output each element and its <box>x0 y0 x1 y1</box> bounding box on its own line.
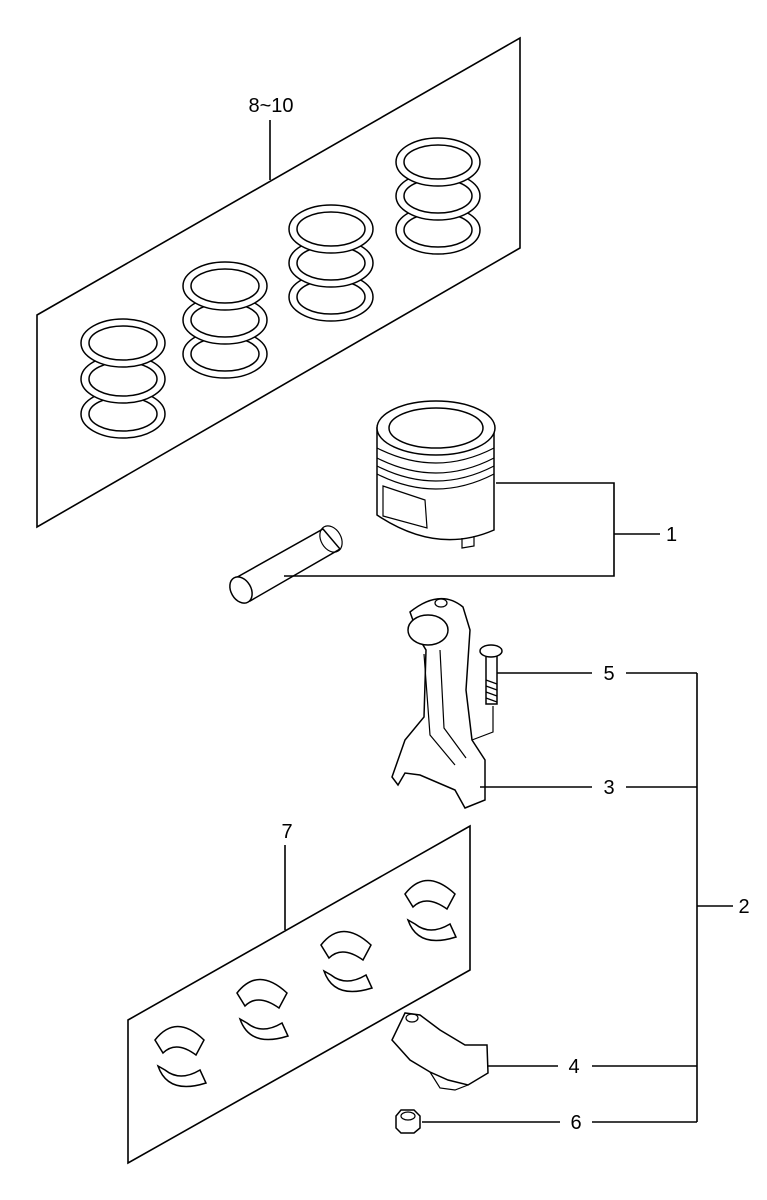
piston-ring-set: 8~10 <box>36 36 521 529</box>
piston <box>376 400 496 549</box>
callout-cap: 4 <box>568 1056 579 1078</box>
callout-nut: 6 <box>570 1112 581 1134</box>
bearing-shell-3 <box>320 930 374 993</box>
callout-rod-assembly: 2 <box>738 896 749 918</box>
ring-stack-4 <box>395 137 481 255</box>
bearing-set: 7 <box>127 821 471 1165</box>
callout-bolt: 5 <box>603 663 614 685</box>
bearing-shell-4 <box>404 879 458 942</box>
bracket-piston <box>284 482 615 577</box>
callout-rings: 8~10 <box>248 95 293 117</box>
ring-stack-1 <box>80 318 166 439</box>
callout-piston: 1 <box>666 524 677 546</box>
rod-nut <box>395 1109 421 1134</box>
callout-rod: 3 <box>603 777 614 799</box>
ring-stack-2 <box>182 261 268 379</box>
rod-cap <box>391 1012 489 1091</box>
callout-bearings: 7 <box>281 821 292 843</box>
bearing-shell-2 <box>236 978 290 1041</box>
piston-pin <box>229 525 343 604</box>
connecting-rod <box>391 598 494 809</box>
bearing-set-panel <box>127 824 471 1165</box>
rod-assembly-leaders <box>422 672 733 1123</box>
bearing-shell-1 <box>154 1025 208 1088</box>
piston-and-pin: 1 <box>229 400 677 604</box>
ring-stack-3 <box>288 204 374 322</box>
ring-set-panel <box>36 36 521 529</box>
rod-bolt <box>479 644 503 705</box>
